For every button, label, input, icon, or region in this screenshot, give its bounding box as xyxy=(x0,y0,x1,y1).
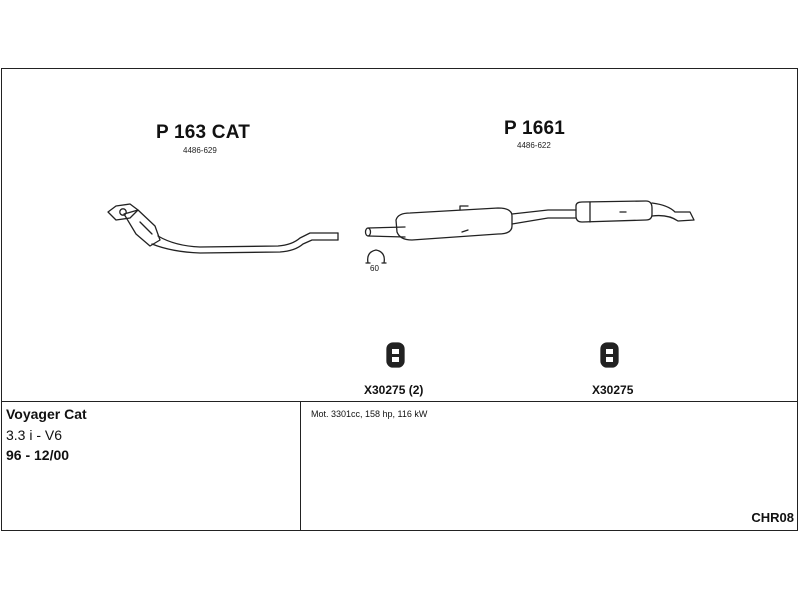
catalytic-flange xyxy=(107,203,139,221)
rear-part-title: P 1661 xyxy=(504,118,566,139)
vehicle-engine: 3.3 i - V6 xyxy=(6,427,63,443)
catalytic-converter-part[interactable] xyxy=(107,203,339,254)
info-divider-horizontal xyxy=(1,401,798,402)
inlet-pipe xyxy=(367,226,406,238)
front-silencer xyxy=(395,207,513,241)
catalytic-pipe xyxy=(157,232,339,248)
vehicle-years: 96 - 12/00 xyxy=(6,447,70,463)
info-divider-vertical xyxy=(300,401,301,531)
tail-pipe xyxy=(651,202,695,222)
rubber-mount-icon xyxy=(386,342,405,368)
rear-muffler-part[interactable] xyxy=(364,200,695,241)
mount-x30275-left[interactable] xyxy=(386,342,405,368)
mount-x30275-right[interactable] xyxy=(600,342,619,368)
vehicle-name: Voyager Cat xyxy=(6,406,87,422)
catalytic-part-code: 4486-629 xyxy=(183,146,217,155)
diagram-frame xyxy=(1,68,798,531)
diagram-code: CHR08 xyxy=(751,510,794,525)
middle-pipe xyxy=(511,209,577,225)
catalytic-flange-hole xyxy=(119,208,127,216)
clamp-icon xyxy=(365,249,387,264)
clamp-label: 60 xyxy=(370,264,379,273)
rear-part-code: 4486-622 xyxy=(517,141,551,150)
rubber-mount-icon xyxy=(600,342,619,368)
clamp-part[interactable] xyxy=(365,249,387,264)
rear-silencer xyxy=(575,200,653,223)
mount-left-label: X30275 (2) xyxy=(364,383,424,397)
catalytic-body xyxy=(123,209,161,247)
catalytic-part-title: P 163 CAT xyxy=(156,122,251,143)
engine-spec: Mot. 3301cc, 158 hp, 116 kW xyxy=(311,409,428,419)
mount-right-label: X30275 xyxy=(592,383,634,397)
